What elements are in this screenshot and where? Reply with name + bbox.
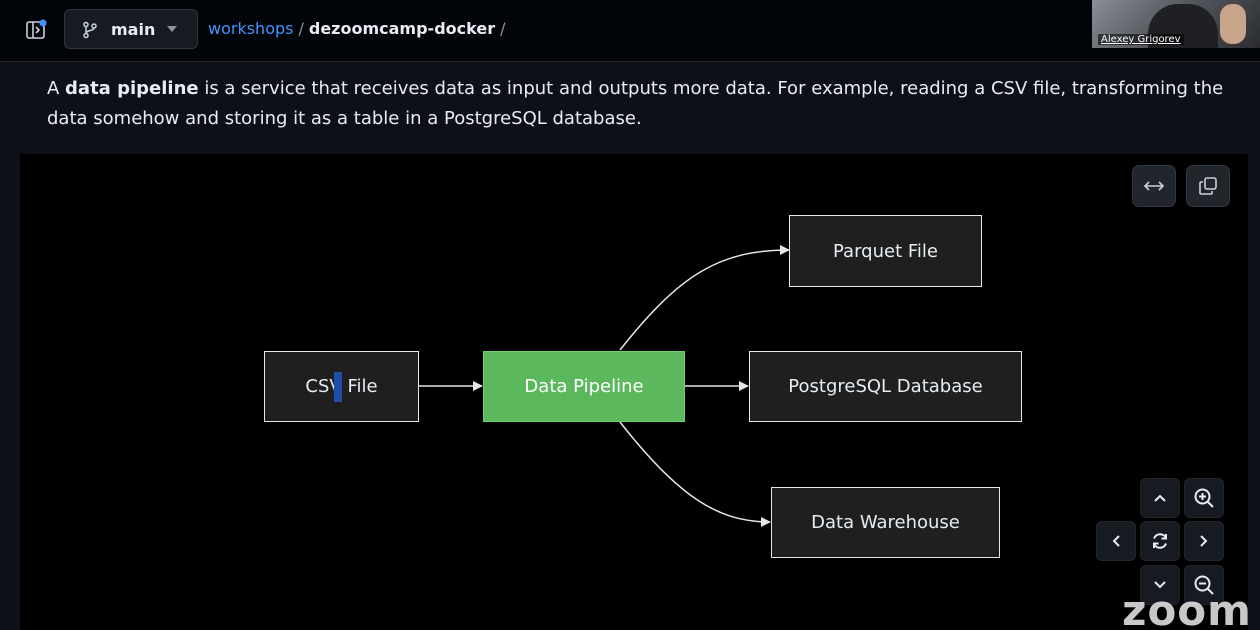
node-parquet-file: Parquet File	[789, 215, 982, 287]
refresh-icon	[1153, 533, 1167, 549]
node-csv-label-suffix: File	[347, 376, 378, 397]
webcam-name: Alexey Grigorev	[1098, 34, 1184, 45]
node-warehouse-label: Data Warehouse	[811, 512, 960, 533]
chevron-down-icon	[1154, 581, 1166, 589]
edge-pipeline-to-parquet	[619, 245, 790, 351]
diagram-edges	[418, 245, 790, 527]
node-postgresql-database: PostgreSQL Database	[749, 351, 1022, 422]
node-data-warehouse: Data Warehouse	[771, 487, 1000, 558]
description-prefix: A	[47, 78, 66, 99]
node-csv-label-prefix: CSV	[305, 376, 342, 397]
edge-pipeline-to-warehouse	[619, 421, 771, 527]
git-branch-icon	[83, 21, 97, 39]
zoom-watermark: zoom	[1122, 586, 1252, 630]
copy-icon	[1199, 177, 1217, 195]
copy-button[interactable]	[1186, 165, 1230, 207]
description-bold-term: data pipeline	[65, 78, 199, 99]
repo-header: main workshops/dezoomcamp-docker/ Alexey…	[0, 0, 1260, 62]
chevron-right-icon	[1200, 535, 1208, 547]
node-csv-file: CSV File	[264, 351, 419, 422]
webcam-thumbnail: Alexey Grigorev	[1092, 0, 1260, 48]
arrows-horizontal-icon	[1143, 181, 1165, 191]
zoom-in-icon	[1194, 488, 1214, 508]
node-postgres-label: PostgreSQL Database	[788, 376, 983, 397]
pan-up-button[interactable]	[1140, 478, 1180, 518]
node-parquet-label: Parquet File	[833, 240, 938, 262]
text-cursor	[333, 371, 342, 402]
reset-view-button[interactable]	[1140, 521, 1180, 561]
zoom-in-button[interactable]	[1184, 478, 1224, 518]
breadcrumb-current: dezoomcamp-docker	[308, 19, 496, 38]
pan-left-button[interactable]	[1096, 521, 1136, 561]
branch-name: main	[111, 20, 156, 39]
chevron-up-icon	[1154, 494, 1166, 502]
diagram-panel: CSV File Data Pipeline Parquet File Post…	[20, 154, 1248, 630]
zoom-out-button[interactable]	[1184, 565, 1224, 605]
description-text: is a service that receives data as input…	[47, 78, 1224, 129]
description-paragraph: A data pipeline is a service that receiv…	[47, 74, 1237, 134]
pan-down-button[interactable]	[1140, 565, 1180, 605]
chevron-left-icon	[1112, 535, 1120, 547]
breadcrumb: workshops/dezoomcamp-docker/	[208, 19, 510, 38]
sidebar-toggle-button[interactable]	[20, 14, 52, 46]
pan-right-button[interactable]	[1184, 521, 1224, 561]
sidebar-toggle-icon	[26, 19, 47, 39]
breadcrumb-separator: /	[298, 19, 304, 38]
webcam-hand	[1220, 4, 1246, 44]
expand-button[interactable]	[1132, 165, 1176, 207]
zoom-out-icon	[1194, 575, 1214, 595]
branch-selector-button[interactable]: main	[64, 9, 198, 49]
node-pipeline-label: Data Pipeline	[524, 376, 644, 397]
breadcrumb-separator: /	[500, 19, 506, 38]
triangle-down-icon	[167, 26, 177, 32]
node-data-pipeline: Data Pipeline	[483, 351, 685, 422]
breadcrumb-repo-link[interactable]: workshops	[208, 19, 294, 38]
